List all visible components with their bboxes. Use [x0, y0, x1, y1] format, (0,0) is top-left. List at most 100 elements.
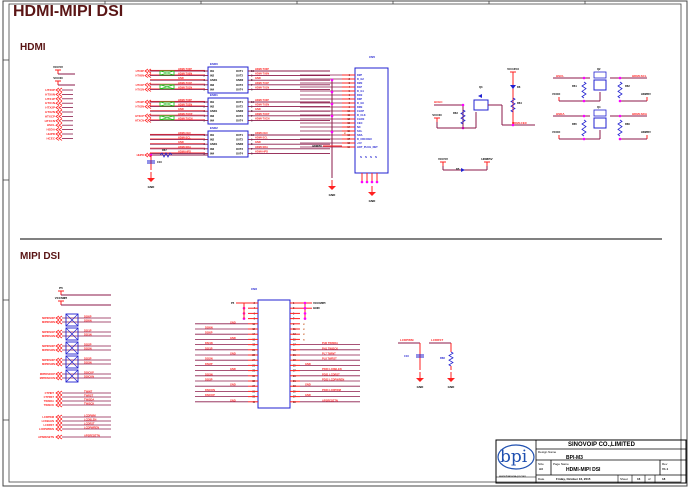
connector-pin-name: D0N	[357, 105, 362, 109]
port-arrow-icon	[55, 131, 63, 137]
port-label: TWISCK	[44, 403, 54, 407]
resistor-icon	[510, 97, 516, 113]
no-connect-icon: x	[303, 327, 305, 331]
esd-pin-name: OUT4	[236, 118, 243, 122]
connector-pin-name: CEC	[357, 121, 363, 125]
connector-pin-name: D1P	[357, 85, 362, 89]
esd-net-label: HDMI-TX2N	[178, 103, 192, 107]
port-arrow-icon	[55, 422, 63, 428]
esd-net-label: HDMI-TXCP	[178, 112, 193, 116]
port-arrow-icon	[144, 99, 152, 105]
net-label: GND	[230, 352, 236, 356]
esd-array-icon	[65, 313, 79, 327]
diode-icon	[478, 94, 482, 98]
connector-pin-name: HOT_PLUG_DET	[357, 145, 378, 149]
power-label: HDMI5V	[641, 92, 651, 96]
diode-icon	[510, 85, 516, 89]
resistor-icon	[581, 81, 587, 99]
net-label: GND	[305, 383, 311, 387]
esd-pin-name: OUT2	[236, 105, 243, 109]
port-arrow-icon	[144, 82, 152, 88]
shield-pin: S	[370, 155, 372, 159]
esd-net-label: HDMI-TX0N	[178, 72, 192, 76]
esd-array-icon	[65, 327, 79, 341]
junction-dot	[582, 76, 586, 80]
esd-pin-name: IN2	[210, 138, 215, 142]
esd-net-label: HDMI-TX0P	[255, 67, 269, 71]
port-arrow-icon	[55, 414, 63, 420]
net-label: LCDPWREN	[84, 426, 99, 430]
port-arrow-icon	[55, 390, 63, 396]
diode-ref: D6	[517, 85, 521, 89]
esd-pin-name: OUT1	[236, 100, 243, 104]
net-label: DSI3P	[205, 378, 213, 382]
port-label: LCDRST	[43, 423, 54, 427]
esd-net-label: HDMI-TX1P	[255, 81, 269, 85]
port-label: MIPIDSICKP	[40, 372, 55, 376]
net-label: GND	[305, 393, 311, 397]
esd-diode-icon	[159, 84, 175, 90]
net-label: TWINT	[84, 390, 93, 394]
esd-pin-name: IN3	[210, 83, 215, 87]
title-block	[495, 439, 687, 484]
port-arrow-icon	[55, 319, 63, 325]
esd-diode-icon	[159, 115, 175, 121]
net-label: PD21 LCDRST	[322, 372, 340, 376]
port-label: HTX0P	[45, 88, 55, 92]
esd-net-label: HDMI-SDA	[178, 145, 191, 149]
port-label: HTX2P	[136, 100, 145, 104]
port-arrow-icon	[144, 104, 152, 109]
port-label: HTX1P	[136, 83, 145, 87]
esd-array-icon	[65, 313, 79, 327]
esd-net-label: HDMI-TX0P	[178, 67, 192, 71]
connector-pin-name: D_CDC/CEC	[357, 137, 372, 141]
esd-net-label: GND	[255, 107, 261, 111]
port-label: CTPINT	[45, 391, 55, 395]
net-label: PH0 TWISDA	[322, 341, 338, 345]
port-label: LCDPWREN	[39, 427, 54, 431]
no-connect-icon: x	[303, 337, 305, 341]
esd-pin-name: IN1	[210, 100, 215, 104]
esd-net-label: HDMI-TXCN	[178, 116, 193, 120]
capacitor-ref: C10	[157, 160, 162, 164]
size-label: Size	[538, 462, 544, 466]
net-label: GND	[230, 320, 236, 324]
diode-icon	[461, 168, 465, 172]
port-arrow-icon	[55, 371, 63, 377]
junction-dot	[330, 130, 334, 134]
net-label: GND	[305, 362, 311, 366]
power-label-vcc3v3: VCC3V3	[507, 67, 519, 71]
esd-net-label: HDMI-HPD	[178, 149, 191, 153]
net-label: DSI1N	[205, 341, 213, 345]
shield-pin: S	[365, 155, 367, 159]
esd-pin-name: GND2	[236, 78, 244, 82]
net-label: DSI2P	[84, 343, 92, 347]
power-label: P5	[231, 301, 235, 305]
net-label: HSCL	[556, 74, 564, 78]
rev-label: Rev	[662, 462, 668, 466]
power-label: HDMI5V	[312, 144, 322, 148]
esd-net-label: HDMI-CEC	[178, 131, 191, 135]
design-name-label: Design Name	[538, 450, 557, 454]
junction-dot	[370, 180, 374, 184]
net-label: PD20 LCDBLEN	[322, 367, 342, 371]
ground-icon	[328, 186, 336, 190]
esd-pin-name: GND1	[210, 109, 218, 113]
net-label: PL8 TWRST	[322, 357, 337, 361]
esd-ref: ESD1	[210, 93, 218, 97]
esd-array-icon	[65, 341, 79, 355]
junction-dot	[360, 180, 364, 184]
power-label-hdmi5v: HDMI5V	[481, 157, 492, 161]
power-label: HDMI5V	[641, 130, 651, 134]
esd-array-icon	[65, 355, 79, 369]
junction-dot	[618, 99, 622, 103]
net-label: DSI1P	[205, 346, 213, 350]
sheet-total: 18	[662, 477, 666, 481]
shield-pin: S	[360, 155, 362, 159]
net-label: LCDPWM	[400, 338, 414, 342]
net-label: PH1 TWISCK	[322, 346, 338, 350]
esd-pin-name: IN4	[210, 118, 215, 122]
connector-pin-name: D_G1	[357, 89, 364, 93]
date-label: Date	[538, 477, 545, 481]
